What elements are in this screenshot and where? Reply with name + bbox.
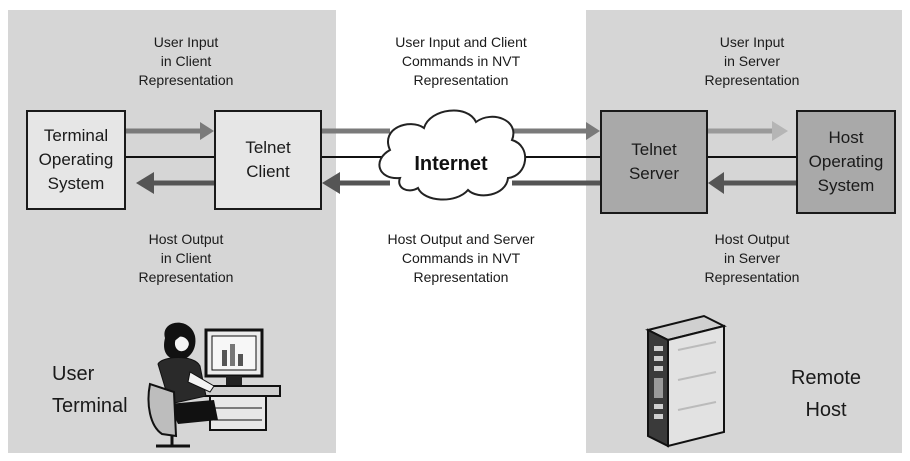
terminal-os-box: Terminal Operating System	[26, 110, 126, 210]
remote-host-title: Remote Host	[790, 367, 862, 421]
telnet-client-box: Telnet Client	[214, 110, 322, 210]
client-output-label: Host Output in Client Representation	[138, 231, 234, 285]
server-input-label: User Input in Server Representation	[704, 34, 800, 88]
server-output-label: Host Output in Server Representation	[704, 231, 800, 285]
internet-cloud: Internet	[378, 109, 527, 201]
left-input-arrow	[126, 122, 214, 140]
middle-input-arrow	[322, 122, 600, 140]
right-input-arrow	[708, 121, 788, 141]
middle-output-arrow	[322, 172, 600, 194]
telnet-server-box: Telnet Server	[600, 110, 708, 214]
server-tower-icon	[645, 314, 727, 448]
nvt-input-label: User Input and Client Commands in NVT Re…	[395, 34, 527, 88]
client-input-label: User Input in Client Representation	[138, 34, 234, 88]
remote-host-panel	[586, 10, 902, 453]
left-output-arrow	[136, 172, 214, 194]
host-os-box: Host Operating System	[796, 110, 896, 214]
user-terminal-title: User Terminal	[52, 363, 128, 417]
person-at-computer-icon	[147, 322, 281, 448]
nvt-output-label: Host Output and Server Commands in NVT R…	[387, 231, 535, 285]
right-output-arrow	[708, 172, 796, 194]
internet-label: Internet	[414, 153, 488, 175]
